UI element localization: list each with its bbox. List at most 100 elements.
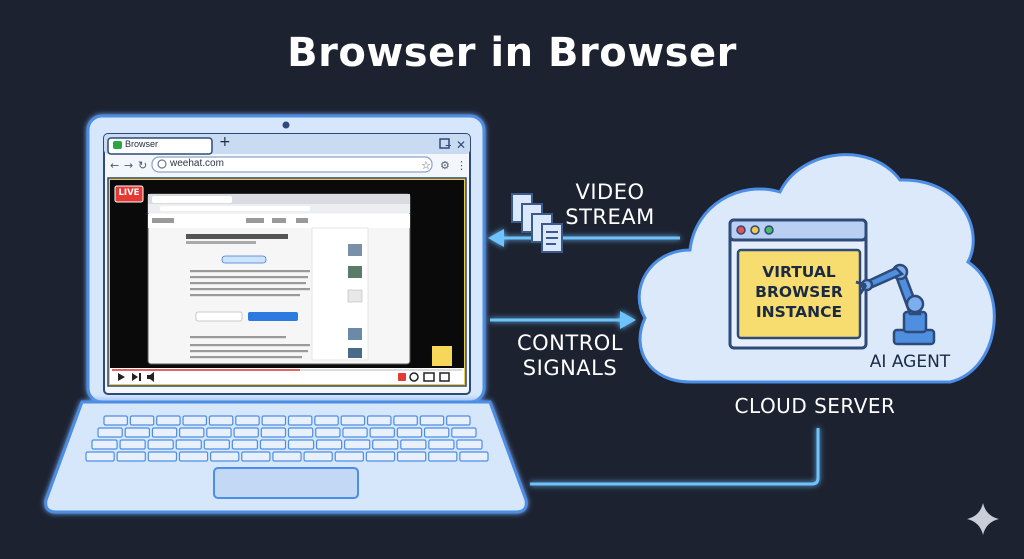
keyboard-key [208,415,234,426]
browser-tab-label: Browser [125,139,159,149]
streamed-text-line [190,344,310,347]
settings-icon[interactable] [409,372,419,382]
server-connection-line [530,428,820,486]
video-stream-label: VIDEO STREAM [560,180,660,230]
keyboard-key [372,439,399,450]
keyboard-key [446,415,471,426]
keyboard-key [423,427,450,438]
keyboard-key [97,427,123,438]
site-info-icon [157,159,167,169]
keyboard-key [179,427,205,438]
keyboard-key [124,427,151,438]
skip-icon[interactable] [132,373,138,381]
extensions-icon[interactable]: ⚙ [440,159,450,172]
keyboard-key [156,415,181,426]
keyboard-key [287,415,313,426]
keyboard-key [129,415,155,426]
live-badge-label: LIVE [118,188,140,198]
keyboard-key [178,451,209,462]
back-icon[interactable]: ← [110,159,119,172]
streamed-text-line [190,288,310,291]
keyboard-key [182,415,208,426]
trackpad [213,467,359,499]
keyboard-key [366,415,392,426]
video-stream-line-1: VIDEO [575,180,645,204]
theater-icon[interactable] [423,372,435,382]
page-title: Browser in Browser [287,30,737,76]
url-text: weehat.com [170,158,224,169]
laptop-browser-window: – ✕ ← → ↻ ☆ ⚙ ⋮ [103,133,471,395]
streamed-text-line [190,276,308,279]
fullscreen-icon[interactable] [439,372,450,382]
robot-arm-icon [855,263,936,346]
keyboard-key [340,415,366,426]
keyboard-key [210,451,240,462]
keyboard-key [428,439,455,450]
virtual-browser-label: VIRTUAL BROWSER INSTANCE [738,262,860,322]
forward-icon[interactable]: → [124,159,133,172]
keyboard-key [396,451,427,462]
keyboard-key [259,439,287,450]
keyboard-key [344,439,371,450]
reload-icon[interactable]: ↻ [138,159,147,172]
keyboard-key [451,427,477,438]
keyboard-key [365,451,396,462]
keyboard-key [315,439,343,450]
volume-icon[interactable] [147,372,154,382]
keyboard-key [393,415,418,426]
keyboard-key [233,427,259,438]
streamed-text-line [190,282,306,285]
virtual-browser-line-2: BROWSER [755,283,843,301]
keyboard [85,415,489,462]
keyboard-key [235,415,260,426]
keyboard-key [103,415,128,426]
keyboard-key [400,439,427,450]
control-signals-label: CONTROL SIGNALS [512,331,628,381]
keyboard-key [260,427,287,438]
star-icon[interactable]: ☆ [421,159,431,172]
keyboard-key [428,451,458,462]
play-icon[interactable] [118,373,125,381]
keyboard-key [287,439,315,450]
video-frames-icon [511,193,563,253]
streamed-text-line [190,356,302,359]
keyboard-key [419,415,445,426]
keyboard-key [241,451,271,462]
sparkle-icon [967,503,999,535]
keyboard-key [206,427,232,438]
control-signals-arrow [490,311,636,329]
keyboard-key [261,415,287,426]
keyboard-key [369,427,395,438]
keyboard-key [91,439,118,450]
address-bar[interactable] [151,156,433,173]
virtual-browser-line-3: INSTANCE [755,303,843,321]
keyboard-key [116,451,146,462]
control-signals-line-2: SIGNALS [522,356,618,380]
keyboard-key [334,451,364,462]
keyboard-key [151,427,178,438]
keyboard-key [303,451,333,462]
ai-agent-label: AI AGENT [869,352,951,372]
keyboard-key [119,439,146,450]
video-stream-line-2: STREAM [565,205,655,229]
keyboard-key [314,415,339,426]
streamed-text-line [190,294,300,297]
keyboard-key [147,439,174,450]
virtual-browser-line-1: VIRTUAL [762,263,836,281]
live-badge [114,185,144,203]
keyboard-key [175,439,202,450]
keyboard-key [203,439,230,450]
keyboard-key [342,427,368,438]
new-tab-button[interactable]: + [219,134,231,150]
streamed-text-line [190,336,286,339]
keyboard-key [287,427,314,438]
banana-thumbnail [432,346,452,366]
browser-tab[interactable]: Browser [125,139,158,149]
menu-icon[interactable]: ⋮ [456,159,467,172]
streamed-text-line [190,270,310,273]
captions-icon[interactable] [398,373,406,381]
control-signals-line-1: CONTROL [516,331,624,355]
window-maximize-icon [439,138,450,149]
keyboard-key [315,427,341,438]
